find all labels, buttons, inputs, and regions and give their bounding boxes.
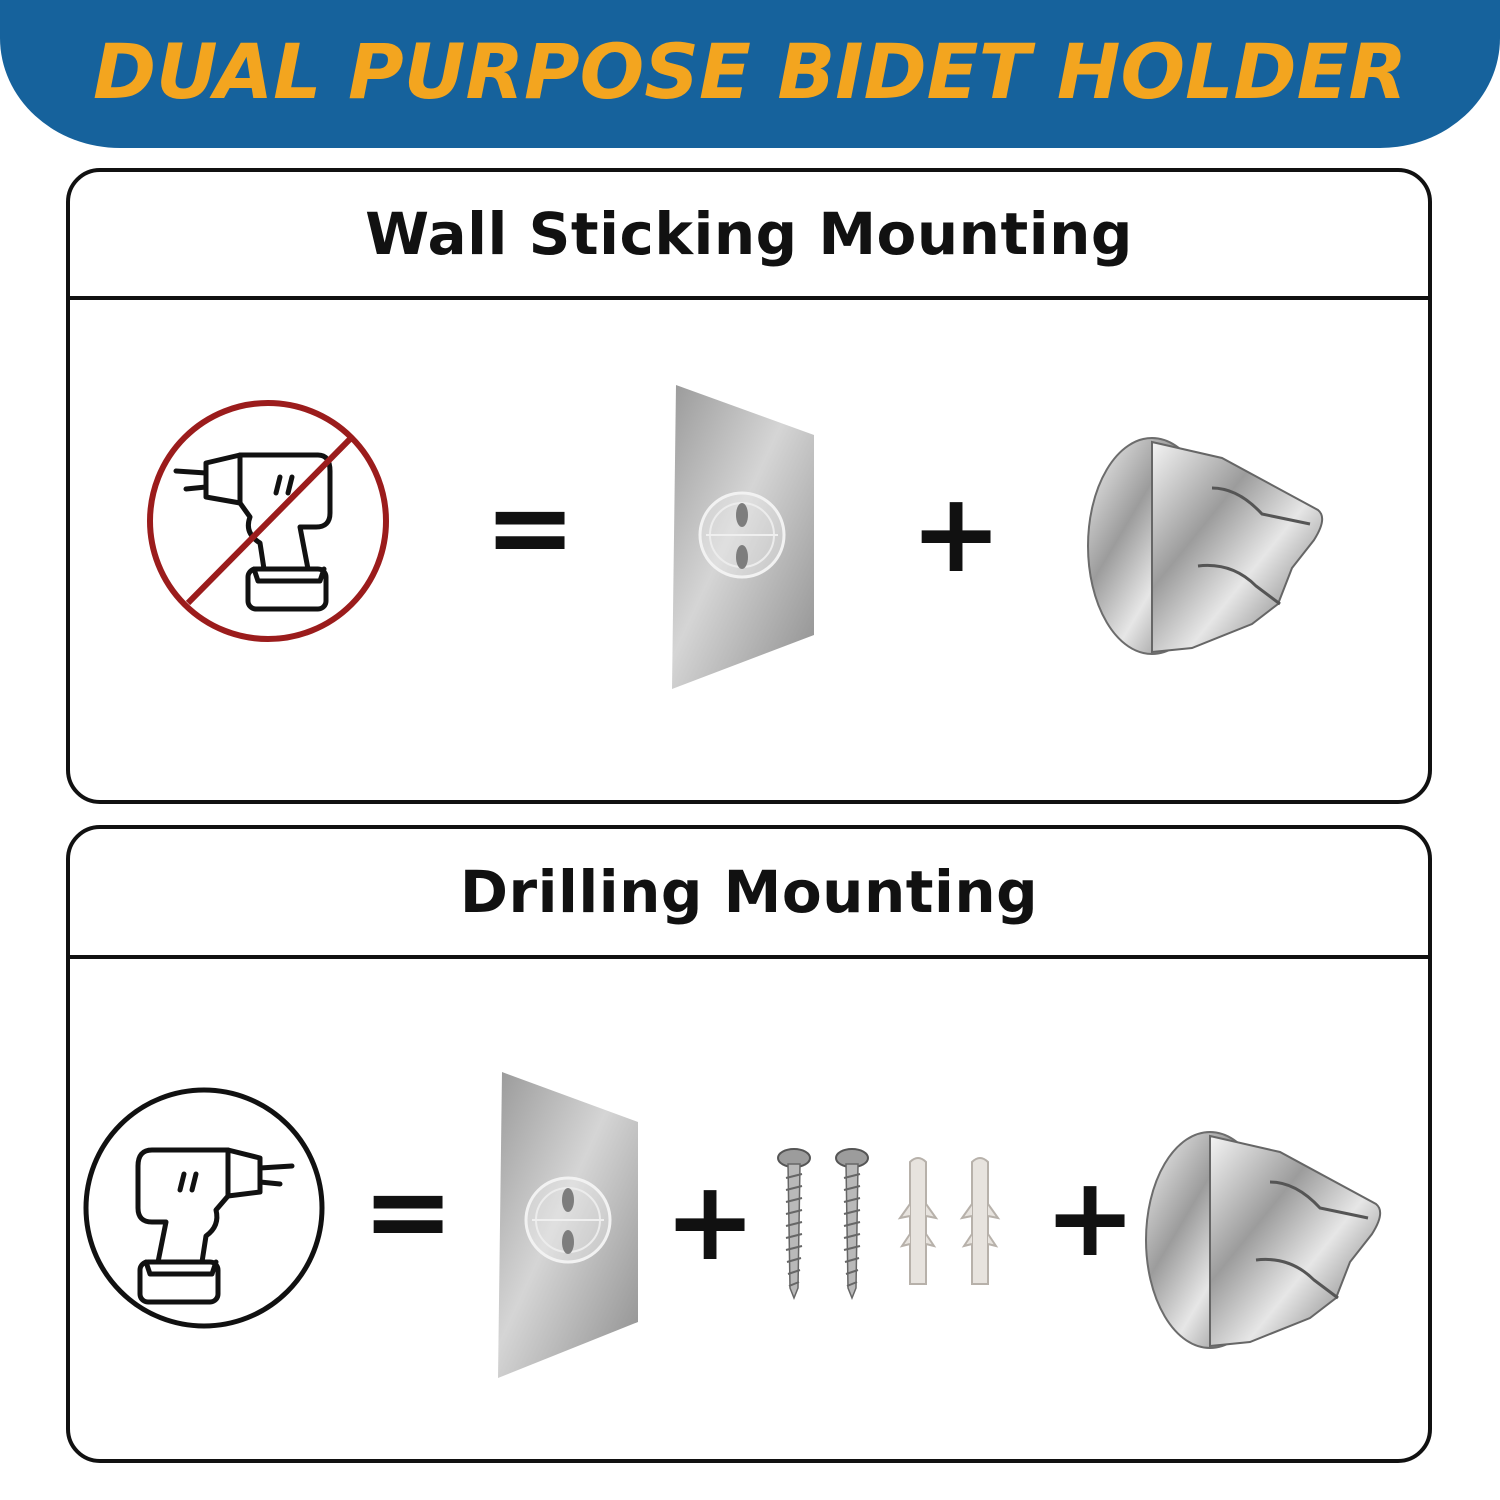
equals-sign: =: [362, 1147, 455, 1275]
wall-sticking-title: Wall Sticking Mounting: [365, 200, 1133, 268]
plus-sign: +: [1044, 1153, 1137, 1281]
wall-anchors-image: [897, 1157, 1001, 1285]
page-title: DUAL PURPOSE BIDET HOLDER: [92, 27, 1408, 116]
adhesive-plate-image: [498, 1072, 638, 1378]
drilling-title: Drilling Mounting: [459, 858, 1039, 926]
plus-sign: +: [910, 469, 1003, 597]
no-drill-icon: [147, 400, 389, 642]
plus-sign: +: [664, 1157, 757, 1285]
screws-image: [777, 1148, 869, 1301]
chrome-holder-image: [1087, 437, 1324, 655]
adhesive-plate-image: [672, 385, 814, 689]
wall-sticking-header: Wall Sticking Mounting: [70, 172, 1428, 300]
drilling-header: Drilling Mounting: [70, 829, 1428, 959]
drill-icon: [83, 1087, 325, 1329]
chrome-holder-image: [1145, 1131, 1382, 1349]
header-banner: DUAL PURPOSE BIDET HOLDER: [0, 0, 1500, 148]
equals-sign: =: [484, 463, 577, 591]
